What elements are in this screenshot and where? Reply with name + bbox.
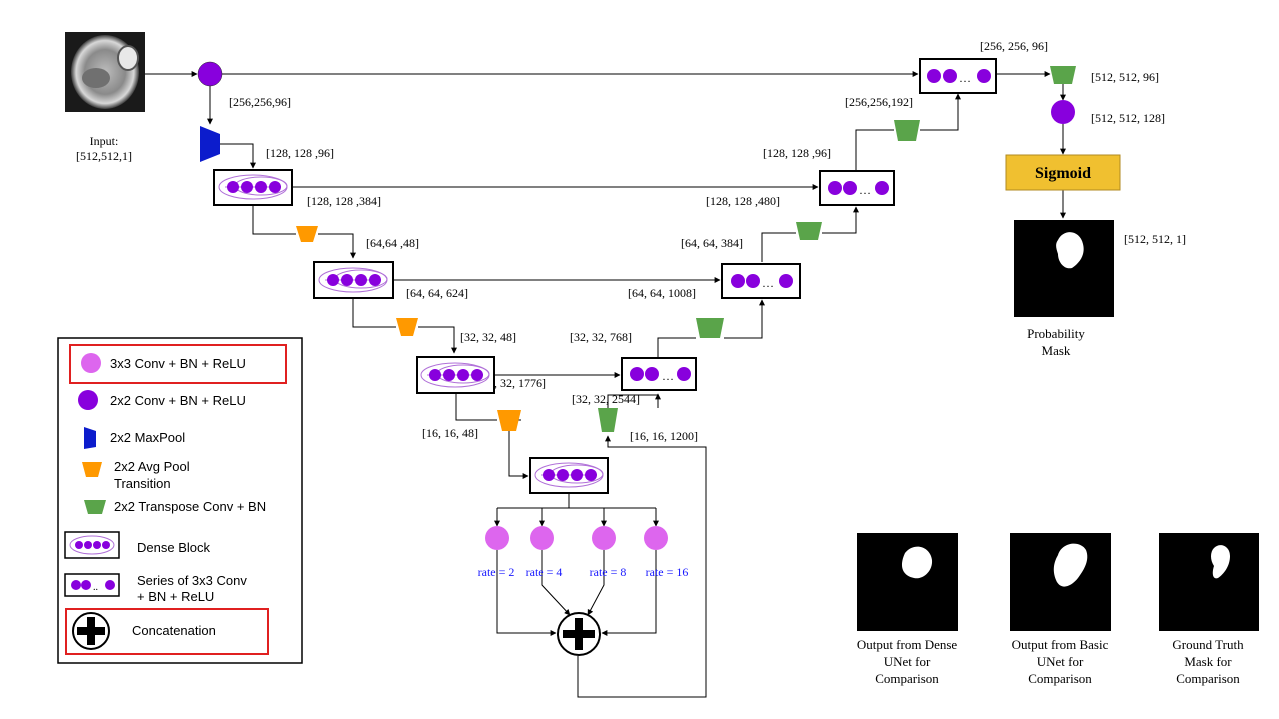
sigmoid-label: Sigmoid [1035, 165, 1091, 182]
legend: 3x3 Conv + BN + ReLU 2x2 Conv + BN + ReL… [57, 337, 303, 664]
dense-block-3 [416, 356, 495, 394]
shape-label: [512, 512, 1] [1124, 232, 1186, 246]
shape-label: [128, 128 ,384] [307, 194, 381, 208]
comparison-gt-label-1: Ground Truth [1172, 637, 1244, 652]
legend-conv-series-label-2: + BN + ReLU [137, 589, 214, 604]
dense-block-1 [213, 169, 293, 206]
shape-label: [256,256,96] [229, 95, 291, 109]
svg-text:…: … [662, 369, 674, 383]
legend-highlight-box [69, 344, 287, 384]
legend-dense-block-icon [64, 531, 120, 559]
dense-block-2 [313, 261, 394, 299]
shape-label: [256,256,192] [845, 95, 913, 109]
avgpool-node-2 [396, 318, 418, 336]
comparison-ground-truth-image [1159, 533, 1259, 631]
legend-conv-series-label-1: Series of 3x3 Conv [137, 573, 247, 588]
rate-label-8: rate = 8 [590, 565, 627, 579]
atrous-conv-rate8 [592, 526, 616, 550]
legend-conv3x3-icon [81, 353, 101, 373]
concatenation-node [557, 612, 601, 656]
input-label: Input: [90, 134, 119, 148]
decoder-conv-series-1: … [819, 170, 895, 206]
comparison-gt-label-3: Comparison [1176, 671, 1240, 686]
legend-avgpool-icon [82, 462, 102, 477]
avgpool-node-1 [296, 226, 318, 242]
legend-concat-highlight-box [65, 608, 269, 655]
comparison-gt-label-2: Mask for [1184, 654, 1232, 669]
comparison-dense-label-2: UNet for [884, 654, 931, 669]
comparison-dense-label-1: Output from Dense [857, 637, 958, 652]
shape-label: [64, 64, 624] [406, 286, 468, 300]
legend-tconv-icon [84, 500, 106, 514]
shape-label: [64, 64, 384] [681, 236, 743, 250]
shape-label: , 32, 1776] [494, 376, 546, 390]
decoder-conv-series-2: … [721, 263, 801, 299]
shape-label: [512, 512, 128] [1091, 111, 1165, 125]
probability-mask-label-1: Probability [1027, 326, 1085, 341]
shape-label: [16, 16, 1200] [630, 429, 698, 443]
svg-text:…: … [762, 276, 774, 290]
tconv-node-3 [696, 318, 724, 338]
probability-mask-label-2: Mask [1042, 343, 1071, 358]
legend-conv3x3-label: 3x3 Conv + BN + ReLU [110, 356, 246, 371]
comparison-basic-label-3: Comparison [1028, 671, 1092, 686]
legend-conv2x2-label: 2x2 Conv + BN + ReLU [110, 393, 246, 408]
legend-dense-block-label: Dense Block [137, 540, 210, 555]
shape-label: [32, 32, 48] [460, 330, 516, 344]
shape-label: [32, 32, 2544] [572, 392, 640, 406]
shape-label: [64,64 ,48] [366, 236, 419, 250]
shape-label: [128, 128 ,480] [706, 194, 780, 208]
sigmoid-block [1005, 154, 1121, 191]
comparison-basic-unet-image [1010, 533, 1111, 631]
comparison-dense-unet-image [857, 533, 958, 631]
legend-conv-series-icon: .. [64, 573, 120, 597]
decoder-conv-series-0: … [919, 58, 997, 94]
shape-label: [128, 128 ,96] [266, 146, 334, 160]
legend-concat-icon [72, 612, 110, 650]
rate-label-4: rate = 4 [526, 565, 563, 579]
svg-text:…: … [959, 71, 971, 85]
atrous-conv-rate2 [485, 526, 509, 550]
legend-conv2x2-icon [78, 390, 98, 410]
connectors [145, 71, 1066, 698]
comparison-dense-label-3: Comparison [875, 671, 939, 686]
svg-text:..: .. [93, 582, 98, 593]
tconv-node-1 [894, 120, 920, 141]
atrous-conv-rate16 [644, 526, 668, 550]
shape-label: [32, 32, 768] [570, 330, 632, 344]
legend-avgpool-label-1: 2x2 Avg Pool [114, 459, 190, 474]
legend-concat-label: Concatenation [132, 623, 216, 638]
shape-label: [128, 128 ,96] [763, 146, 831, 160]
dense-block-bottleneck [529, 457, 609, 494]
tconv-node-final [1050, 66, 1076, 84]
rate-label-2: rate = 2 [478, 565, 515, 579]
legend-maxpool-label: 2x2 MaxPool [110, 430, 185, 445]
conv2x2-output-node [1051, 100, 1075, 124]
legend-avgpool-label-2: Transition [114, 476, 171, 491]
input-shape-label: [512,512,1] [76, 149, 132, 163]
svg-text:…: … [859, 183, 871, 197]
probability-mask-image [1014, 220, 1114, 317]
shape-label: [256, 256, 96] [980, 39, 1048, 53]
avgpool-node-3 [497, 410, 521, 431]
conv2x2-input-node [197, 61, 223, 87]
comparison-basic-label-2: UNet for [1037, 654, 1084, 669]
tconv-node-2 [796, 222, 822, 240]
legend-maxpool-icon [84, 427, 96, 449]
comparison-basic-label-1: Output from Basic [1012, 637, 1109, 652]
shape-label: [512, 512, 96] [1091, 70, 1159, 84]
shape-label: [64, 64, 1008] [628, 286, 696, 300]
legend-tconv-label: 2x2 Transpose Conv + BN [114, 499, 266, 514]
shape-label: [16, 16, 48] [422, 426, 478, 440]
maxpool-node [200, 126, 220, 162]
tconv-node-4 [598, 408, 618, 432]
decoder-conv-series-3: … [621, 357, 697, 391]
rate-label-16: rate = 16 [646, 565, 689, 579]
atrous-conv-rate4 [530, 526, 554, 550]
input-mri-image [65, 32, 145, 112]
